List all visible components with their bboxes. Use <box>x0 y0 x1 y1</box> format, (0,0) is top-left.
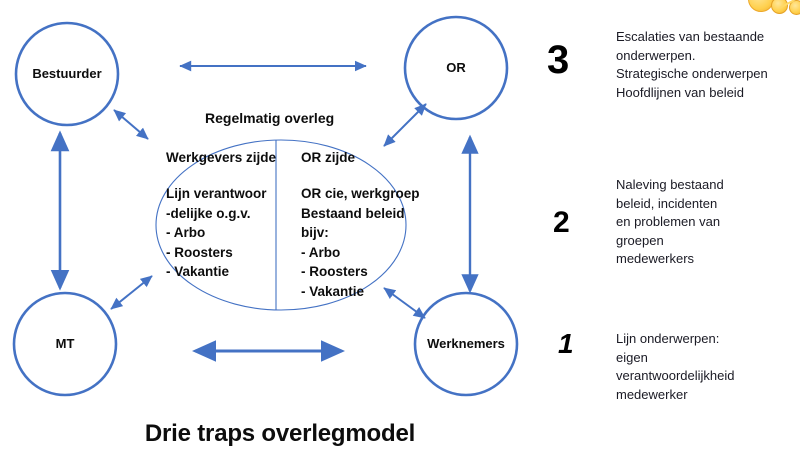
step-number-2: 2 <box>553 206 570 239</box>
step-text-3: Escalaties van bestaande onderwerpen. St… <box>616 29 768 100</box>
node-circle-mt[interactable] <box>12 291 118 397</box>
node-circle-or[interactable] <box>403 15 509 121</box>
arrow-werknemers-overleg <box>383 287 426 319</box>
center-ellipse <box>155 139 407 311</box>
node-label-or: OR <box>446 60 466 75</box>
node-label-mt: MT <box>55 336 75 351</box>
arrow-mt-overleg <box>110 275 153 310</box>
center-right-column-lines: OR cie, werkgroep Bestaand beleid bijv: … <box>301 186 420 299</box>
step-text-1: Lijn onderwerpen: eigen verantwoordelijk… <box>616 331 735 402</box>
node-label-bestuurder: Bestuurder <box>32 66 102 81</box>
center-left-column-lines: Lijn verantwoor -delijke o.g.v. - Arbo -… <box>166 186 267 279</box>
arrow-bestuurder-overleg <box>113 109 149 140</box>
step-text-2: Naleving bestaand beleid, incidenten en … <box>616 177 724 266</box>
node-label-werknemers: Werknemers <box>427 336 505 351</box>
diagram-title: Drie traps overlegmodel <box>144 420 416 447</box>
center-right-column-title: OR zijde <box>301 150 356 165</box>
center-heading: Regelmatig overleg <box>205 110 335 126</box>
step-number-1: 1 <box>558 328 574 359</box>
node-circle-bestuurder[interactable] <box>14 21 120 127</box>
arrow-or-overleg <box>383 103 427 147</box>
center-left-column-title: Werkgevers zijde <box>166 150 277 165</box>
step-number-3: 3 <box>547 38 570 82</box>
